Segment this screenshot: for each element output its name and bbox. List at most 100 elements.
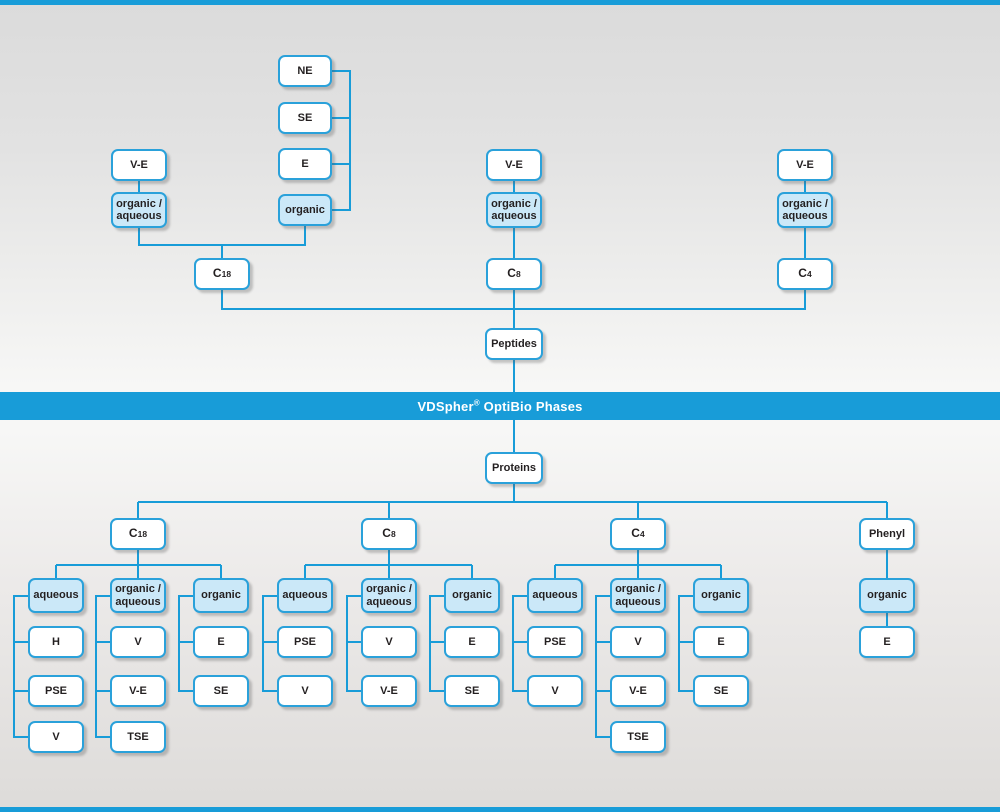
leaf-node: V-E — [610, 675, 666, 707]
node-c4-proteins: C4 — [610, 518, 666, 550]
node-label: V — [634, 635, 642, 648]
leaf-node: V — [610, 626, 666, 658]
node-label: V-E — [629, 684, 647, 697]
node-organic-aqueous: organic / aqueous — [111, 192, 167, 228]
leaf-node: V — [527, 675, 583, 707]
node-proteins: Proteins — [485, 452, 543, 484]
node-label: organic — [867, 589, 907, 602]
node-label: aqueous — [282, 589, 328, 602]
node-label: PSE — [293, 635, 316, 648]
node-organic-aqueous: organic / aqueous — [777, 192, 833, 228]
node-ve: V-E — [111, 149, 167, 181]
category-organic: organic — [193, 578, 249, 613]
node-organic: organic — [278, 194, 332, 226]
node-ve: V-E — [777, 149, 833, 181]
node-label: PSE — [44, 684, 67, 697]
registered-mark: ® — [473, 398, 480, 408]
leaf-node: E — [693, 626, 749, 658]
node-label: V-E — [796, 158, 814, 171]
leaf-node: PSE — [527, 626, 583, 658]
node-label: V — [52, 730, 60, 743]
node-label: V — [301, 684, 309, 697]
node-ne: NE — [278, 55, 332, 87]
node-label: V-E — [129, 684, 147, 697]
node-c8-proteins: C8 — [361, 518, 417, 550]
node-label: Proteins — [491, 461, 536, 474]
leaf-node: E — [193, 626, 249, 658]
leaf-node: H — [28, 626, 84, 658]
node-label: SE — [213, 684, 229, 697]
node-label: C8 — [382, 526, 396, 541]
node-label-line1: organic / — [491, 197, 537, 210]
node-label: E — [717, 635, 725, 648]
node-label-line1: organic / — [615, 583, 661, 596]
category-aqueous: aqueous — [527, 578, 583, 613]
node-label-line2: aqueous — [366, 595, 412, 608]
node-label: V — [551, 684, 559, 697]
leaf-node: TSE — [610, 721, 666, 753]
node-c18-proteins: C18 — [110, 518, 166, 550]
leaf-node: PSE — [277, 626, 333, 658]
node-label: aqueous — [532, 589, 578, 602]
node-label-line2: aqueous — [116, 210, 162, 222]
node-label: SE — [297, 111, 313, 124]
node-label-line1: organic / — [366, 583, 412, 596]
node-label: V-E — [380, 684, 398, 697]
leaf-node: E — [444, 626, 500, 658]
node-label: TSE — [627, 730, 649, 743]
leaf-node: TSE — [110, 721, 166, 753]
node-label-line2: aqueous — [491, 210, 537, 222]
node-label-line1: organic / — [115, 583, 161, 596]
node-label-line2: aqueous — [115, 595, 161, 608]
category-organic-aqueous: organic / aqueous — [610, 578, 666, 613]
leaf-node: V-E — [361, 675, 417, 707]
node-e: E — [278, 148, 332, 180]
node-label: SE — [464, 684, 480, 697]
node-label: H — [52, 635, 60, 648]
leaf-node: SE — [693, 675, 749, 707]
node-label: C18 — [212, 266, 232, 281]
node-label: organic — [701, 589, 741, 602]
node-label: E — [883, 635, 891, 648]
category-organic: organic — [693, 578, 749, 613]
node-label-line1: organic / — [116, 197, 162, 210]
top-accent-bar — [0, 0, 1000, 5]
node-peptides: Peptides — [485, 328, 543, 360]
node-c8-peptides: C8 — [486, 258, 542, 290]
node-label: Phenyl — [868, 527, 906, 540]
category-organic-aqueous: organic / aqueous — [361, 578, 417, 613]
node-label: PSE — [543, 635, 566, 648]
category-organic: organic — [859, 578, 915, 613]
node-c18-peptides: C18 — [194, 258, 250, 290]
leaf-node: SE — [193, 675, 249, 707]
category-aqueous: aqueous — [28, 578, 84, 613]
node-label: C4 — [798, 266, 812, 281]
banner-text: VDSpher® OptiBio Phases — [417, 398, 583, 414]
node-ve: V-E — [486, 149, 542, 181]
node-se: SE — [278, 102, 332, 134]
leaf-node: V — [361, 626, 417, 658]
node-label: V — [385, 635, 393, 648]
leaf-node: PSE — [28, 675, 84, 707]
title-banner: VDSpher® OptiBio Phases — [0, 392, 1000, 420]
bottom-accent-bar — [0, 807, 1000, 812]
node-label: Peptides — [491, 337, 537, 350]
node-label: organic — [201, 589, 241, 602]
node-label: V-E — [505, 158, 523, 171]
node-label: E — [468, 635, 476, 648]
node-label: NE — [297, 64, 313, 77]
node-label: TSE — [127, 730, 149, 743]
node-label: E — [301, 157, 309, 170]
leaf-node: V-E — [110, 675, 166, 707]
node-label: SE — [713, 684, 729, 697]
category-organic: organic — [444, 578, 500, 613]
category-aqueous: aqueous — [277, 578, 333, 613]
node-label: organic — [452, 589, 492, 602]
leaf-node: V — [28, 721, 84, 753]
category-organic-aqueous: organic / aqueous — [110, 578, 166, 613]
node-label: V-E — [130, 158, 148, 171]
leaf-node: V — [110, 626, 166, 658]
leaf-node: V — [277, 675, 333, 707]
